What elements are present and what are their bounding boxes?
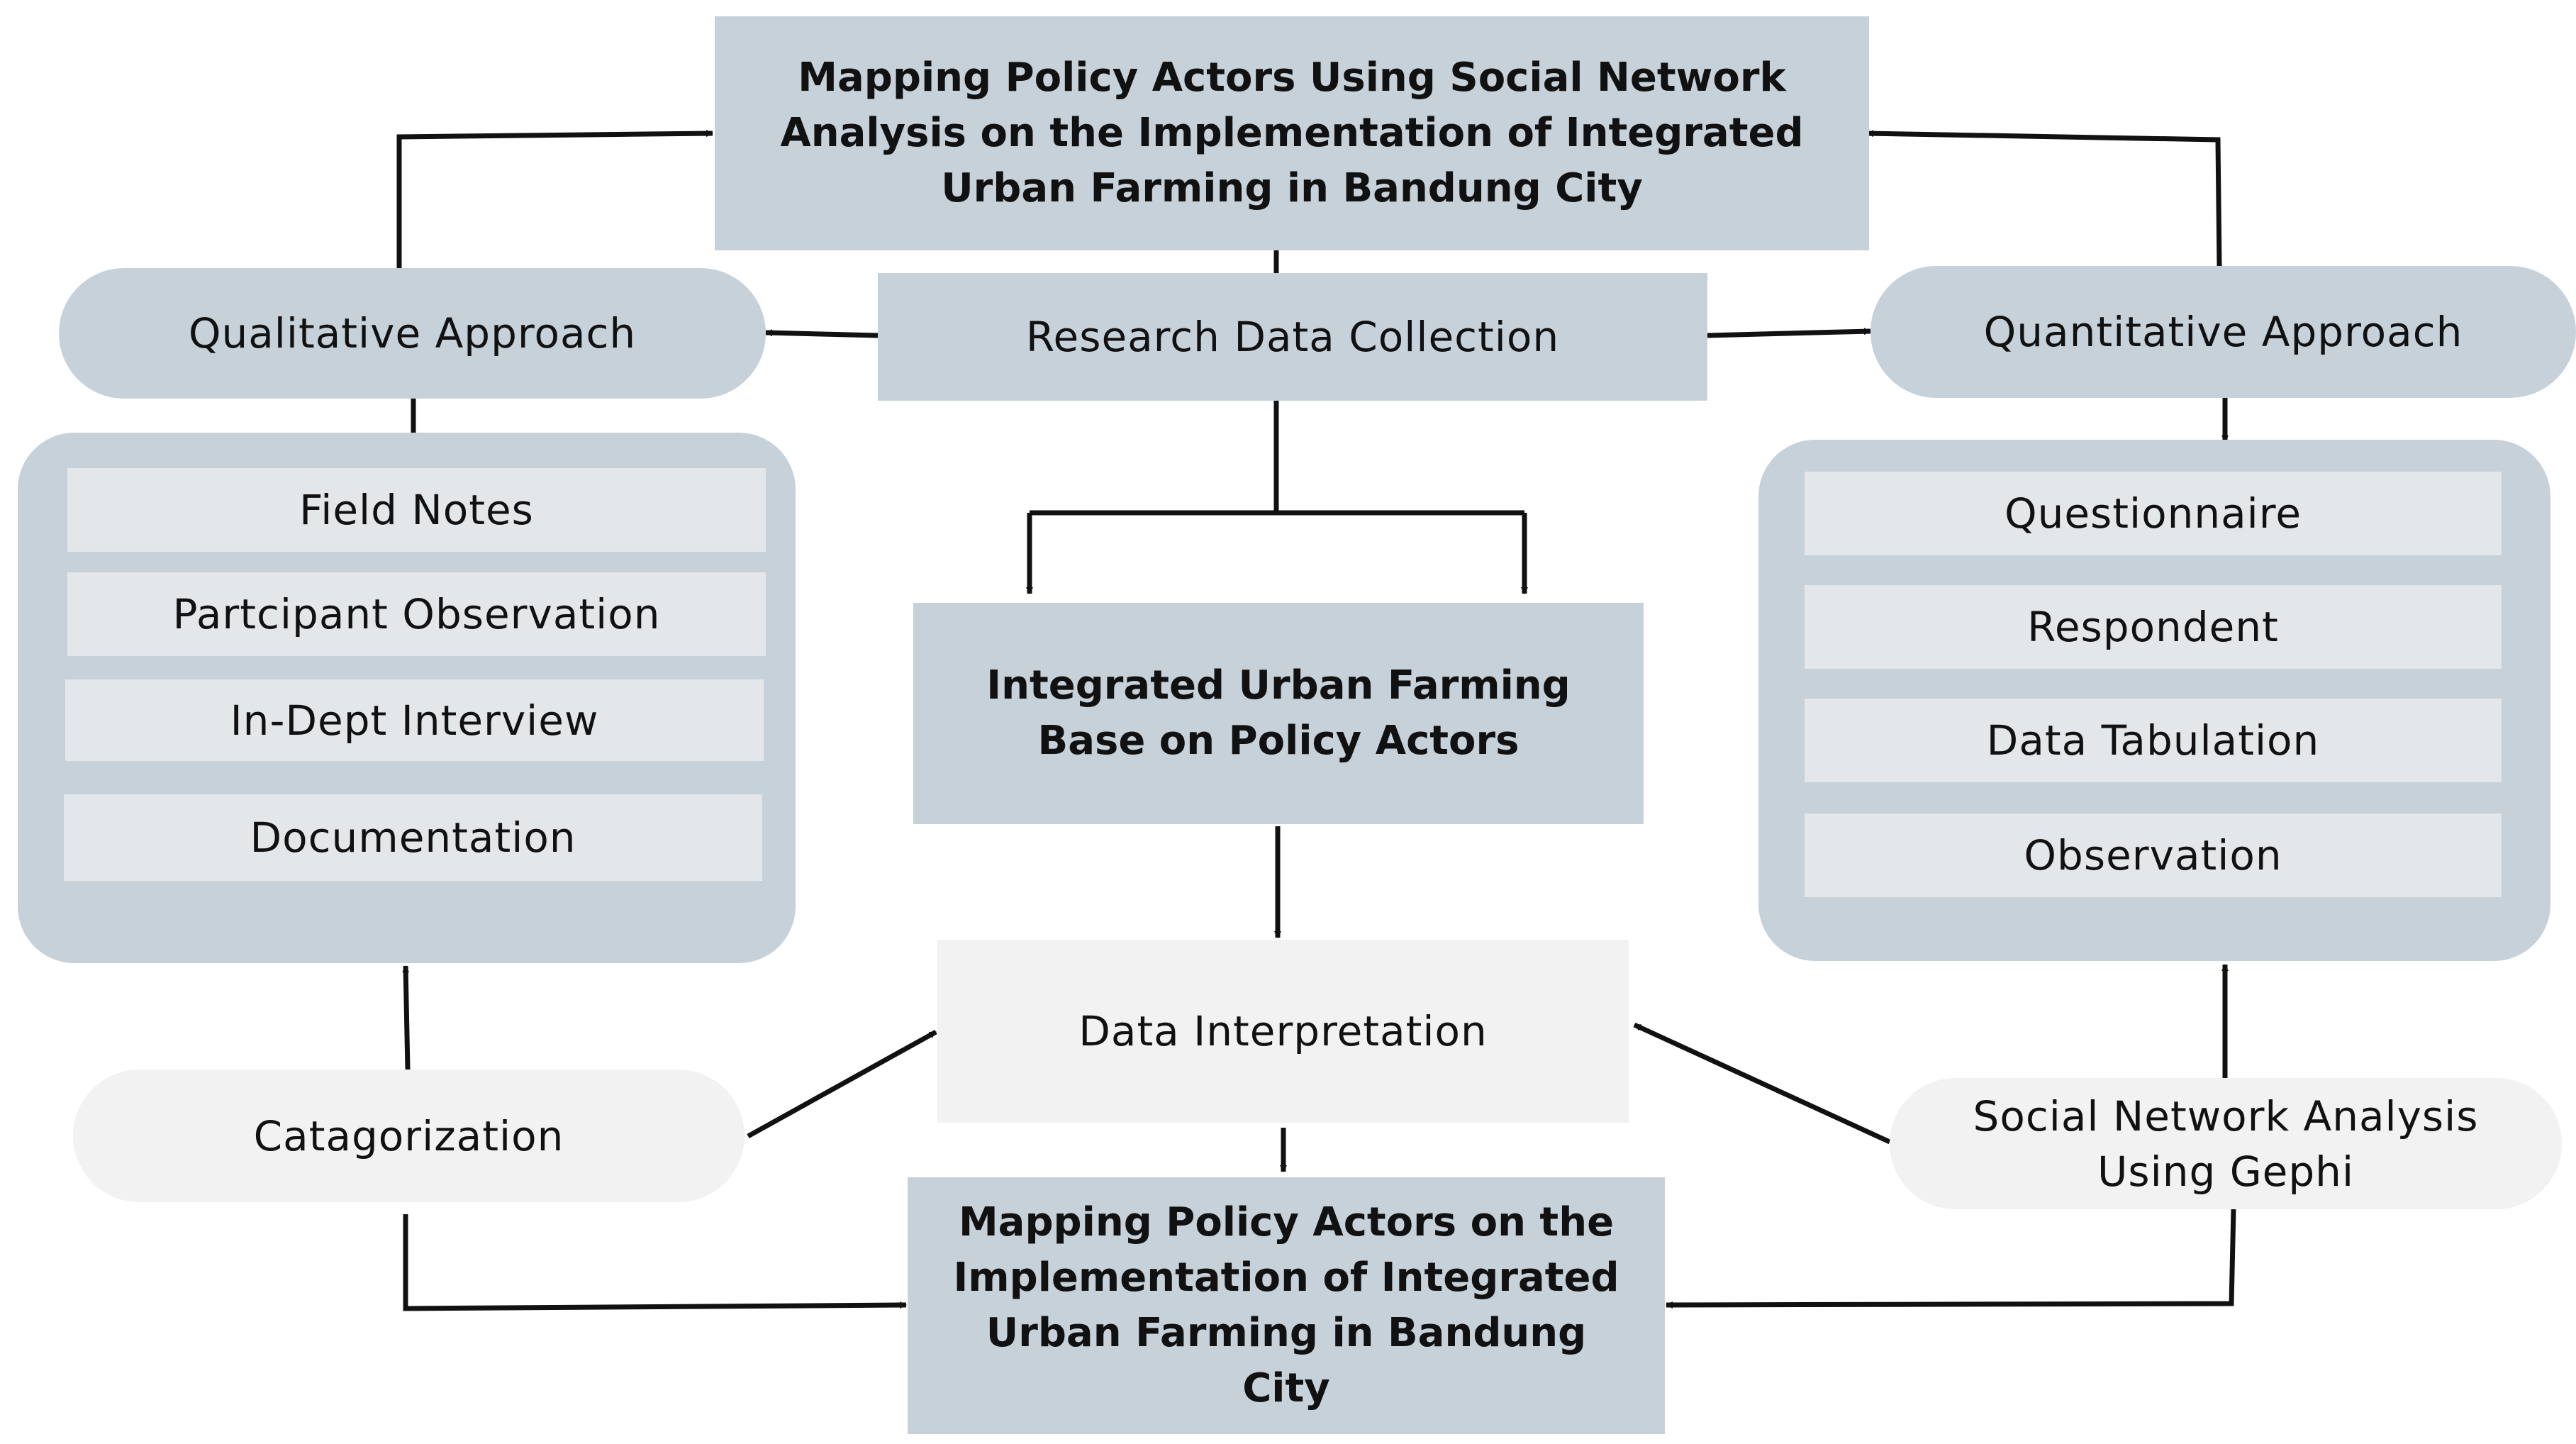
method-label: Field Notes <box>299 486 534 534</box>
arrow-catagorization-to-qualitative <box>402 965 411 1070</box>
sna-gephi-pill: Social Network Analysis Using Gephi <box>1890 1078 2562 1209</box>
method-label: Observation <box>2024 831 2282 879</box>
arrow-qualitative-to-title <box>396 130 713 268</box>
quantitative-method-item: Data Tabulation <box>1805 699 2502 782</box>
quantitative-method-item: Observation <box>1805 813 2502 897</box>
title-text: Mapping Policy Actors Using Social Netwo… <box>780 55 1804 211</box>
quantitative-approach-pill: Quantitative Approach <box>1870 266 2576 398</box>
method-label: Questionnaire <box>2004 489 2302 538</box>
arrow-catagorization-to-interpretation <box>747 1029 937 1139</box>
arrow-catagorization-to-result <box>403 1214 907 1311</box>
method-label: Data Tabulation <box>1986 716 2320 765</box>
qualitative-method-item: Field Notes <box>67 468 766 552</box>
line-collection-trunk <box>1030 401 1524 516</box>
arrow-collection-to-qualitative <box>765 329 879 338</box>
qualitative-method-item: Documentation <box>64 794 762 881</box>
arrow-sna-to-interpretation <box>1633 1022 1891 1145</box>
research-data-collection-label: Research Data Collection <box>1025 313 1560 361</box>
qualitative-method-item: Partcipant Observation <box>67 572 766 656</box>
catagorization-pill: Catagorization <box>73 1070 745 1202</box>
method-label: Respondent <box>2027 603 2279 651</box>
qualitative-approach-pill: Qualitative Approach <box>59 268 766 399</box>
data-interpretation-box: Data Interpretation <box>937 940 1629 1123</box>
method-label: In-Dept Interview <box>230 696 599 745</box>
quantitative-method-item: Respondent <box>1805 585 2502 669</box>
method-label: Documentation <box>250 813 576 862</box>
title-box: Mapping Policy Actors Using Social Netwo… <box>715 16 1869 250</box>
result-box: Mapping Policy Actors on the Implementat… <box>908 1177 1665 1434</box>
arrow-sna-to-result <box>1666 1209 2236 1309</box>
arrow-collection-to-quantitative <box>1707 328 1871 338</box>
result-text: Mapping Policy Actors on the Implementat… <box>953 1199 1619 1411</box>
quantitative-method-item: Questionnaire <box>1805 472 2502 555</box>
qualitative-approach-label: Qualitative Approach <box>188 309 637 357</box>
research-data-collection-box: Research Data Collection <box>878 273 1707 401</box>
arrow-quantitative-to-title <box>1866 130 2222 267</box>
method-label: Partcipant Observation <box>172 590 661 638</box>
catagorization-label: Catagorization <box>253 1111 564 1160</box>
integrated-base-text: Integrated Urban Farming Base on Policy … <box>986 662 1571 764</box>
qualitative-method-item: In-Dept Interview <box>65 679 764 761</box>
integrated-base-box: Integrated Urban Farming Base on Policy … <box>913 603 1644 824</box>
quantitative-approach-label: Quantitative Approach <box>1983 308 2463 356</box>
sna-gephi-label: Social Network Analysis Using Gephi <box>1973 1092 2479 1196</box>
data-interpretation-label: Data Interpretation <box>1078 1007 1488 1055</box>
